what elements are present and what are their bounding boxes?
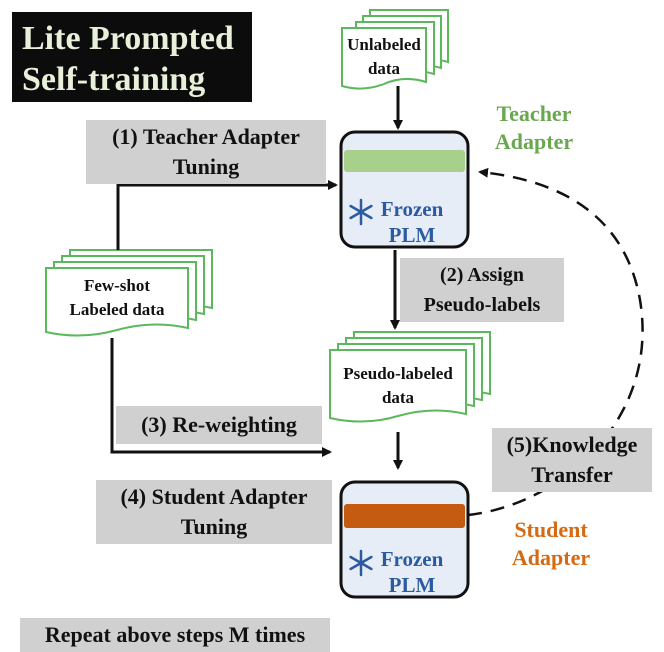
arrow-fewshot-to-teacher (116, 180, 338, 250)
step1-line-2: Tuning (172, 154, 240, 179)
teacher-plm-label: Frozen PLM (372, 196, 452, 248)
pseudo-labeled-doc (329, 331, 491, 423)
fewshot-line-2: Labeled data (69, 300, 165, 319)
step1-line-1: (1) Teacher Adapter (112, 124, 300, 149)
step2-box: (2) Assign Pseudo-labels (400, 258, 564, 322)
step4-line-2: Tuning (180, 514, 248, 539)
student-adapter-line-1: Student (514, 517, 588, 542)
teacher-adapter-line-1: Teacher (496, 101, 572, 126)
step5-box: (5)Knowledge Transfer (492, 428, 652, 492)
teacher-adapter-bar (344, 150, 465, 172)
student-plm-line-1: Frozen (380, 547, 444, 571)
step3-box: (3) Re-weighting (116, 406, 322, 444)
step1-box: (1) Teacher Adapter Tuning (86, 120, 326, 184)
arrow-fewshot-to-student (110, 338, 332, 457)
page-title: Lite Prompted Self-training (12, 12, 252, 102)
step3-line-1: (3) Re-weighting (141, 412, 297, 437)
student-plm-line-2: PLM (388, 573, 436, 597)
student-adapter-label: Student Adapter (486, 516, 616, 572)
teacher-plm-line-2: PLM (388, 223, 436, 247)
title-line-1: Lite Prompted (22, 20, 234, 57)
unlabeled-line-1: Unlabeled (347, 35, 421, 54)
step4-line-1: (4) Student Adapter (120, 484, 308, 509)
step4-box: (4) Student Adapter Tuning (96, 480, 332, 544)
snowflake-icon (349, 198, 373, 226)
footer-text: Repeat above steps M times (44, 622, 306, 647)
student-adapter-bar (344, 504, 465, 528)
step5-line-2: Transfer (531, 462, 613, 487)
pseudo-line-2: data (381, 388, 415, 407)
pseudo-line-1: Pseudo-labeled (343, 364, 453, 383)
fewshot-labeled-doc (45, 249, 213, 337)
fewshot-label: Few-shot Labeled data (46, 274, 188, 322)
teacher-adapter-line-2: Adapter (494, 129, 574, 154)
snowflake-icon (349, 549, 373, 577)
teacher-adapter-label: Teacher Adapter (474, 100, 594, 156)
unlabeled-data-doc (341, 9, 449, 90)
pseudo-labeled-label: Pseudo-labeled data (330, 362, 466, 410)
student-adapter-line-2: Adapter (511, 545, 591, 570)
footer-repeat-box: Repeat above steps M times (20, 618, 330, 652)
title-line-2: Self-training (22, 61, 206, 98)
unlabeled-line-2: data (367, 59, 401, 78)
student-plm-label: Frozen PLM (372, 546, 452, 598)
step2-line-1: (2) Assign (440, 264, 524, 286)
step2-line-2: Pseudo-labels (423, 294, 541, 316)
unlabeled-data-label: Unlabeled data (342, 33, 426, 81)
fewshot-line-1: Few-shot (83, 276, 151, 295)
teacher-plm-line-1: Frozen (380, 197, 444, 221)
step5-line-1: (5)Knowledge (506, 432, 638, 457)
